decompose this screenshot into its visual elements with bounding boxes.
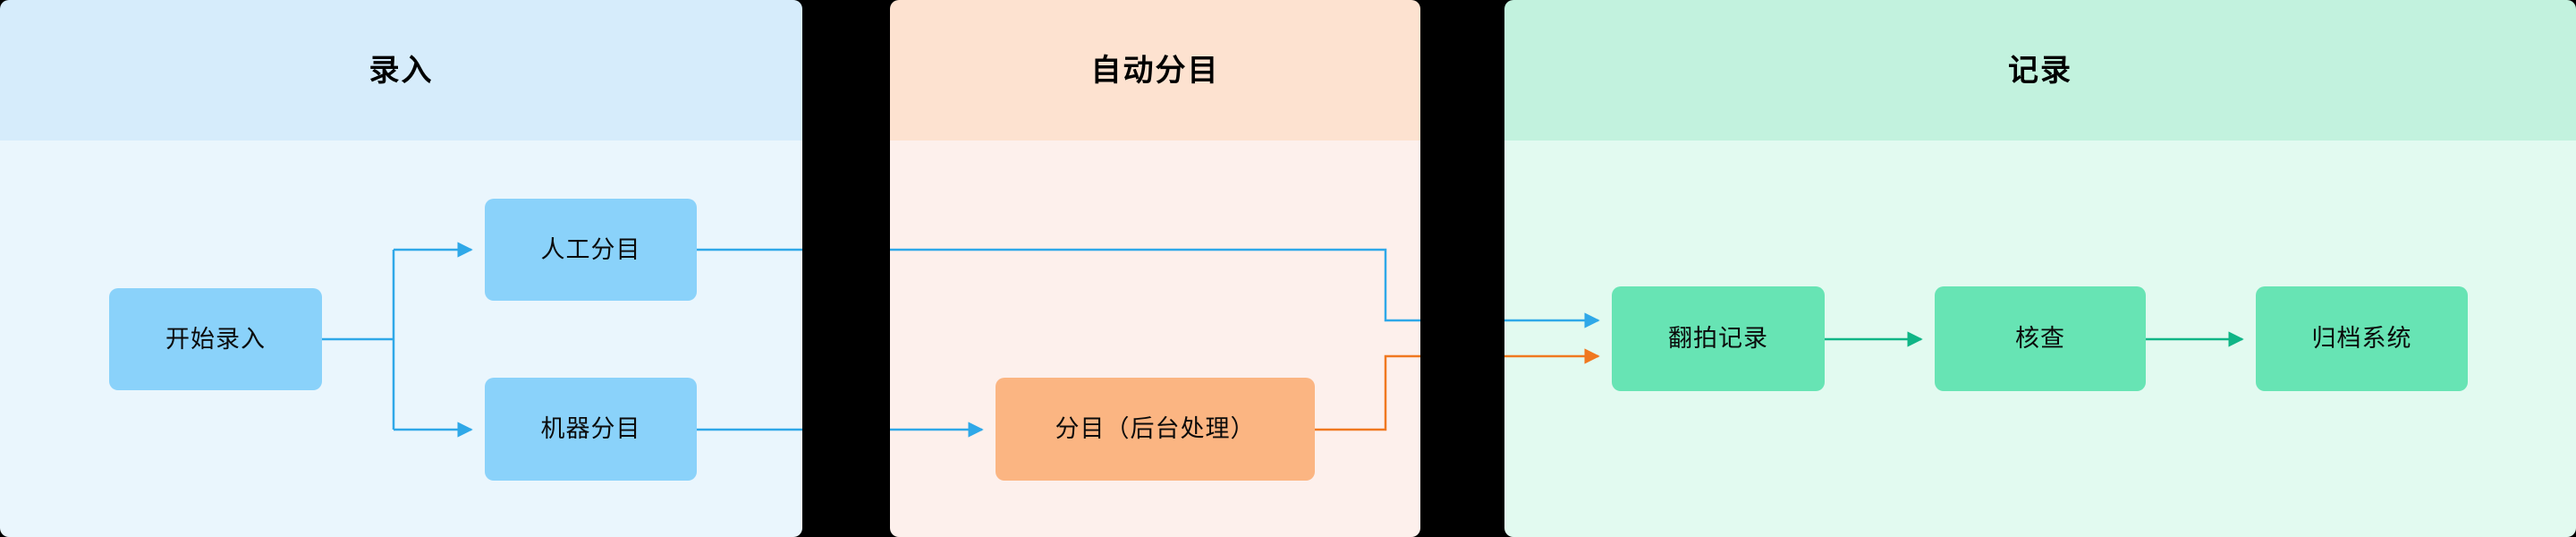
swimlane-auto-title: 自动分目 — [1090, 53, 1220, 88]
node-start-entry[interactable]: 开始录入 — [109, 288, 322, 390]
lane-gutter-1 — [802, 0, 890, 537]
swimlane-auto-header: 自动分目 — [890, 0, 1420, 141]
node-rephoto-record[interactable]: 翻拍记录 — [1612, 286, 1825, 391]
node-machine-sorting[interactable]: 机器分目 — [485, 378, 697, 481]
node-verify[interactable]: 核查 — [1935, 286, 2146, 391]
node-start-entry-label: 开始录入 — [165, 325, 266, 353]
swimlane-record-header: 记录 — [1504, 0, 2576, 141]
node-backend-sorting-label: 分目（后台处理） — [1055, 415, 1256, 442]
swimlane-entry-title: 录入 — [369, 53, 434, 88]
node-machine-sorting-label: 机器分目 — [540, 415, 641, 442]
node-rephoto-record-label: 翻拍记录 — [1668, 325, 1768, 352]
swimlane-entry-header: 录入 — [0, 0, 802, 141]
swimlane-record-title: 记录 — [2008, 53, 2072, 88]
node-archive-system-label: 归档系统 — [2311, 325, 2412, 352]
node-manual-sorting-label: 人工分目 — [540, 235, 641, 263]
node-manual-sorting[interactable]: 人工分目 — [485, 199, 697, 301]
node-archive-system[interactable]: 归档系统 — [2256, 286, 2468, 391]
node-verify-label: 核查 — [2015, 325, 2065, 352]
node-backend-sorting[interactable]: 分目（后台处理） — [996, 378, 1315, 481]
swimlane-record: 记录 — [1504, 0, 2576, 537]
lane-gutter-2 — [1420, 0, 1504, 537]
